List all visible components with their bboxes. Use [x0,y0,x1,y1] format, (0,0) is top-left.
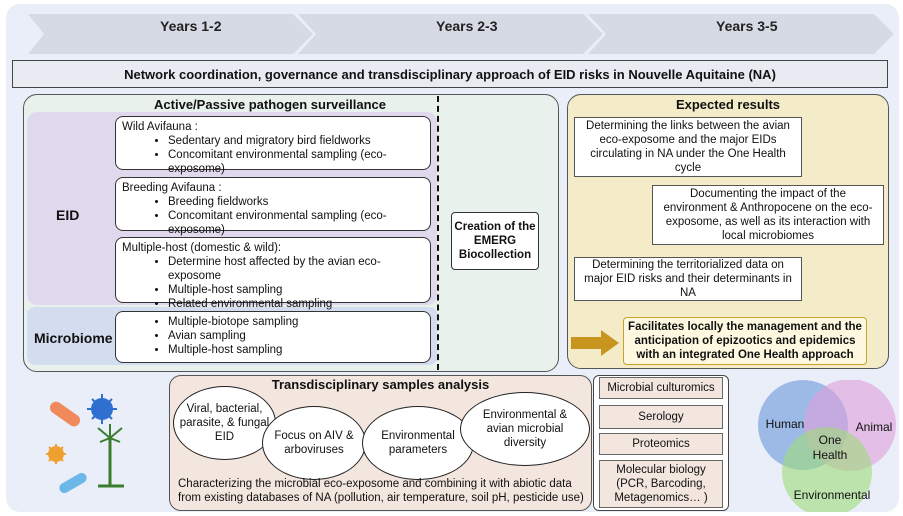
microbes-illustration [46,394,124,493]
technique-culturomics: Microbial culturomics [599,377,723,399]
microbiome-box: Multiple-biotope sampling Avian sampling… [115,311,431,363]
timeline-year-3: Years 3-5 [716,18,778,34]
venn-environmental-label: Environmental [793,488,871,502]
technique-molecular-biology: Molecular biology (PCR, Barcoding, Metag… [599,460,723,508]
multiple-host-list: Determine host affected by the avian eco… [122,255,424,311]
transdisciplinary-description: Characterizing the microbial eco-exposom… [178,478,584,504]
result-links: Determining the links between the avian … [574,117,802,177]
eid-label: EID [56,207,80,223]
timeline-arrows [28,14,894,54]
ellipse-microbial-diversity: Environmental & avian microbial diversit… [460,392,590,466]
fungus-icon [97,424,124,488]
venn-human-label: Human [765,417,805,431]
breeding-avifauna-list: Breeding fieldworks Concomitant environm… [122,195,424,237]
emerg-biocollection-box: Creation of the EMERG Biocollection [451,212,539,270]
transdisciplinary-title: Transdisciplinary samples analysis [271,377,490,392]
list-item: Multiple-host sampling [168,283,424,297]
spiky-microbe-icon [46,444,66,464]
breeding-avifauna-box: Breeding Avifauna : Breeding fieldworks … [115,177,431,236]
venn-center-label: One Health [812,433,848,462]
technique-proteomics: Proteomics [599,433,723,455]
environmental-circle [782,427,872,512]
venn-animal-label: Animal [855,420,893,434]
result-environment-impact: Documenting the impact of the environmen… [652,185,884,245]
list-item: Multiple-biotope sampling [168,315,424,329]
network-banner: Network coordination, governance and tra… [12,60,888,88]
one-health-venn [758,380,896,512]
timeline-year-1: Years 1-2 [160,18,222,34]
virus-icon [87,394,117,424]
list-item: Determine host affected by the avian eco… [168,255,424,283]
list-item: Avian sampling [168,329,424,343]
bacillus-icon [49,401,81,427]
ellipse-environmental-parameters: Environmental parameters [362,406,474,480]
list-item: Concomitant environmental sampling (eco-… [168,148,424,176]
surveillance-title: Active/Passive pathogen surveillance [154,97,386,112]
wild-avifauna-box: Wild Avifauna : Sedentary and migratory … [115,116,431,175]
wild-avifauna-list: Sedentary and migratory bird fieldworks … [122,134,424,176]
ellipse-aiv-arboviruses: Focus on AIV & arboviruses [262,406,366,480]
result-territorialized-data: Determining the territorialized data on … [574,257,802,301]
multiple-host-box: Multiple-host (domestic & wild): Determi… [115,237,431,310]
expected-results-title: Expected results [675,97,781,112]
dashed-divider [437,96,439,370]
multiple-host-heading: Multiple-host (domestic & wild): [122,242,282,254]
microbiome-list: Multiple-biotope sampling Avian sampling… [122,315,424,357]
timeline-year-2: Years 2-3 [436,18,498,34]
microbiome-label: Microbiome [34,330,113,346]
list-item: Multiple-host sampling [168,343,424,357]
breeding-avifauna-heading: Breeding Avifauna : [122,182,222,194]
list-item: Concomitant environmental sampling (eco-… [168,209,424,237]
technique-serology: Serology [599,405,723,429]
arrow-right-icon [571,330,619,356]
wild-avifauna-heading: Wild Avifauna : [122,121,198,133]
list-item: Related environmental sampling [168,297,424,311]
list-item: Sedentary and migratory bird fieldworks [168,134,424,148]
facilitates-box: Facilitates locally the management and t… [623,317,867,365]
ellipse-viral-eid: Viral, bacterial, parasite, & fungal EID [173,386,276,460]
list-item: Breeding fieldworks [168,195,424,209]
capsule-bacterium-icon [59,473,87,493]
